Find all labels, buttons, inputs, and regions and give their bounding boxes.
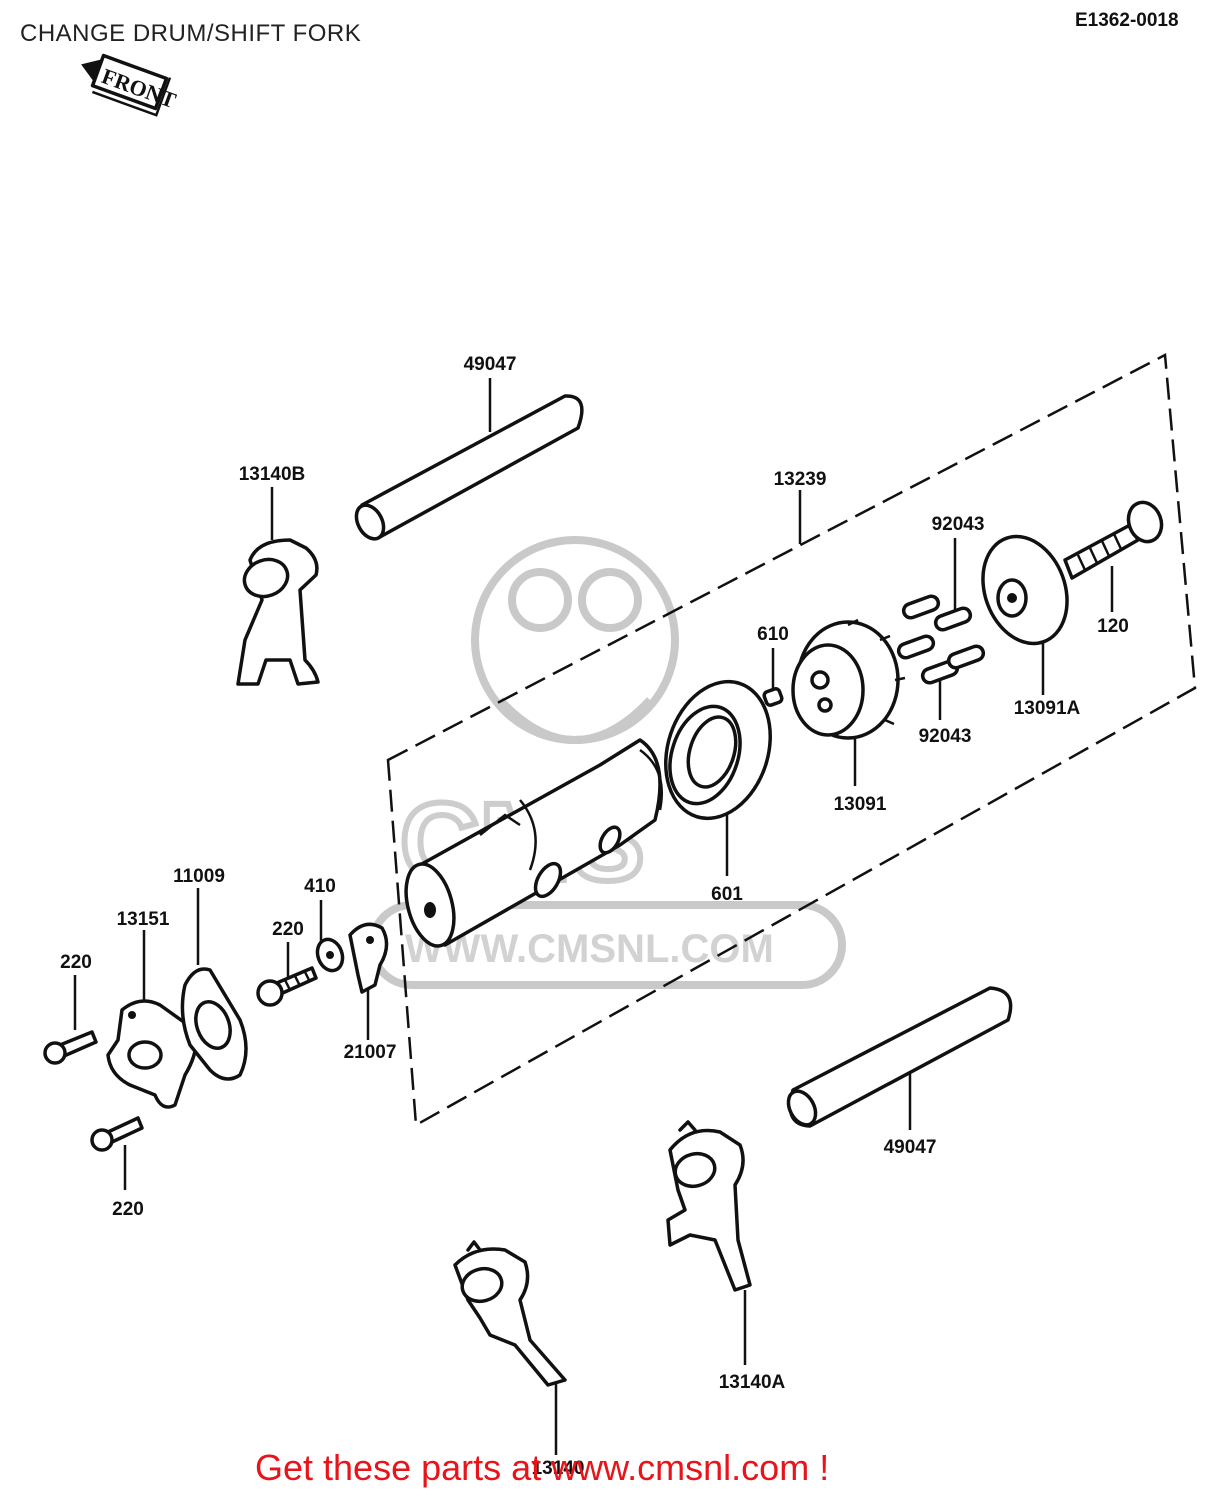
front-arrow: FRONT (81, 53, 180, 117)
shift-fork-13140 (453, 1240, 567, 1387)
change-drum (404, 738, 664, 948)
screw-220-a (43, 1030, 98, 1065)
label-13151: 13151 (117, 909, 170, 930)
label-49047-bottom: 49047 (884, 1137, 937, 1158)
part-labels: 49047 13140B 13239 92043 120 610 92043 1… (60, 354, 1129, 1479)
plate-13091a (981, 534, 1069, 646)
holder-13151 (106, 999, 198, 1109)
label-120: 120 (1097, 616, 1129, 637)
get-parts-link[interactable]: Get these parts at www.cmsnl.com ! (255, 1447, 830, 1488)
label-220-bottom: 220 (112, 1199, 144, 1220)
plate-21007 (348, 922, 389, 994)
label-21007: 21007 (344, 1042, 397, 1063)
label-220-middle: 220 (272, 919, 304, 940)
label-610: 610 (757, 624, 789, 645)
diagram-code: E1362-0018 (1075, 10, 1179, 31)
label-92043-bottom: 92043 (919, 726, 972, 747)
label-49047-top: 49047 (464, 354, 517, 375)
shift-rod-bottom (786, 986, 1013, 1128)
label-13140: 13140 (532, 1458, 585, 1479)
label-13140a: 13140A (719, 1372, 786, 1393)
label-13140b: 13140B (239, 464, 306, 485)
shift-fork-13140a (666, 1120, 752, 1292)
screw-220-c (256, 966, 318, 1007)
washer-410 (315, 937, 345, 973)
bearing-601 (664, 679, 772, 821)
leader-lines (73, 378, 1114, 1455)
label-92043-top: 92043 (932, 514, 985, 535)
label-11009: 11009 (173, 866, 225, 887)
shift-rod-top (354, 394, 584, 541)
gasket-11009 (180, 967, 248, 1081)
label-13091a: 13091A (1014, 698, 1081, 719)
cam-13091 (791, 618, 906, 740)
pins-92043 (896, 594, 986, 685)
page-title: CHANGE DRUM/SHIFT FORK (20, 20, 362, 47)
pin-610 (762, 687, 784, 707)
label-601: 601 (711, 884, 743, 905)
screw-220-b (90, 1116, 144, 1152)
label-220-left: 220 (60, 952, 92, 973)
label-13239: 13239 (774, 469, 827, 490)
shift-fork-13140b (236, 538, 320, 686)
assembly-frame (386, 353, 1197, 1128)
label-410: 410 (304, 876, 336, 897)
bolt-120 (1063, 500, 1164, 580)
label-13091: 13091 (834, 794, 887, 815)
